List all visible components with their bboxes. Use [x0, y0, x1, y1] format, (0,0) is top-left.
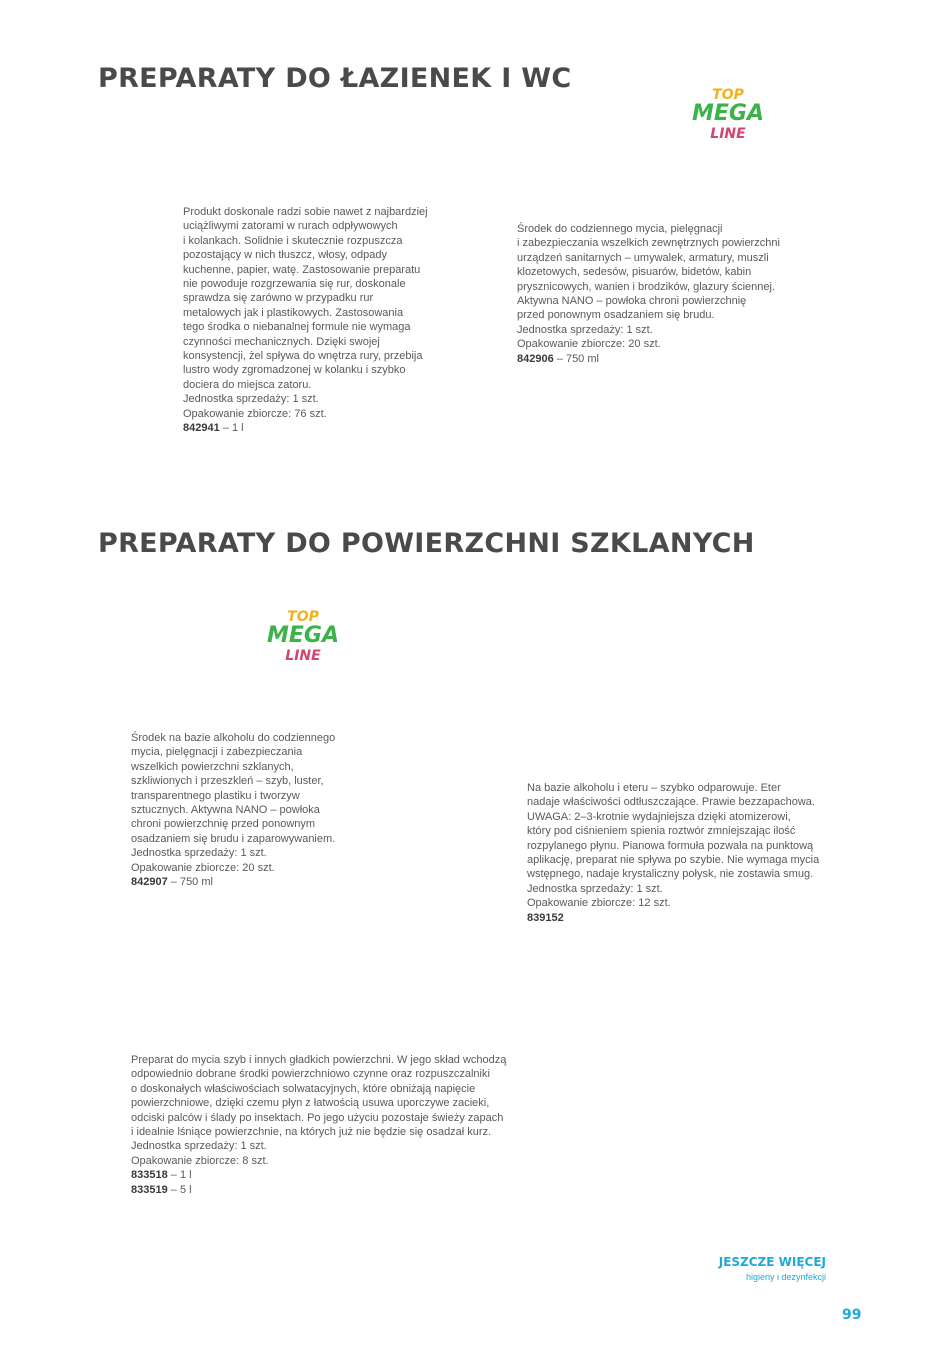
description-line: osadzaniem się brudu i zaparowywaniem. [131, 832, 336, 845]
description-line: Opakowanie zbiorcze: 20 szt. [131, 861, 275, 874]
description-line: i zabezpieczania wszelkich zewnętrznych … [517, 237, 780, 250]
more-hygiene-link-subtitle: higieny i dezynfekcji [745, 1272, 826, 1282]
logo-mega-text: MEGA [691, 101, 764, 126]
description-line: metalowych jak i plastikowych. Zastosowa… [183, 306, 404, 319]
description-line: kuchenne, papier, watę. Zastosowanie pre… [183, 263, 421, 276]
description-line: tego środka o niebanalnej formule nie wy… [183, 321, 411, 334]
section-heading-glass: PREPARATY DO POWIERZCHNI SZKLANYCH [98, 528, 755, 559]
product-size: – 5 l [167, 1183, 192, 1196]
description-line: sztucznych. Aktywna NANO – powłoka [131, 804, 320, 817]
description-line: pozostający w nich tłuszcz, włosy, odpad… [183, 249, 387, 262]
product-code: 833519 [131, 1183, 168, 1196]
product-size: – 750 ml [167, 876, 213, 889]
product-size: – 1 l [167, 1169, 192, 1182]
logo-top-text: TOP [287, 609, 319, 625]
description-line: konsystencji, żel spływa do wnętrza rury… [183, 350, 423, 363]
description-line: nie powoduje rozgrzewania się rur, dosko… [183, 278, 406, 291]
logo-line-text: LINE [710, 126, 746, 142]
description-line: sprawdza się zarówno w przypadku rur [183, 292, 374, 305]
logo-line-text: LINE [285, 648, 321, 664]
description-line: Opakowanie zbiorcze: 12 szt. [527, 897, 671, 910]
product-description-drain-gel: Produkt doskonale radzi sobie nawet z na… [183, 205, 441, 436]
description-line: uciążliwymi zatorami w rurach odpływowyc… [183, 220, 398, 233]
description-line: aplikację, preparat nie spływa po szybie… [527, 854, 820, 867]
description-line: odciski palców i ślady po insektach. Po … [131, 1111, 504, 1124]
description-line: o doskonałych właściwościach solwatacyjn… [131, 1082, 476, 1095]
product-code-line: 842906 – 750 ml [517, 352, 797, 366]
description-line: powierzchniowe, dzięki czemu płyn z łatw… [131, 1097, 490, 1110]
description-line: czynności mechanicznych. Dzięki swojej [183, 335, 380, 348]
product-code-line: 842941 – 1 l [183, 421, 441, 435]
description-line: wszelkich powierzchni szklanych, [131, 760, 294, 773]
description-line: Jednostka sprzedaży: 1 szt. [183, 393, 319, 406]
description-line: Opakowanie zbiorcze: 76 szt. [183, 407, 327, 420]
description-line: chroni powierzchnię przed ponownym [131, 818, 316, 831]
description-line: Jednostka sprzedaży: 1 szt. [517, 323, 653, 336]
description-line: Jednostka sprzedaży: 1 szt. [527, 882, 663, 895]
description-line: lustro wody zgromadzonej w kolanku i szy… [183, 364, 406, 377]
description-line: prysznicowych, wanien i brodzików, glazu… [517, 280, 776, 293]
product-code-line: 839152 [527, 911, 832, 925]
description-line: Jednostka sprzedaży: 1 szt. [131, 847, 267, 860]
product-code-line: 833518 – 1 l [131, 1168, 523, 1182]
product-code: 842906 [517, 352, 554, 365]
product-code: 839152 [527, 911, 564, 924]
product-size: – 750 ml [553, 352, 599, 365]
top-mega-line-logo: TOP MEGA LINE [263, 610, 343, 663]
product-code: 842941 [183, 422, 220, 435]
description-line: UWAGA: 2–3-krotnie wydajniejsza dzięki a… [527, 810, 791, 823]
description-line: klozetowych, sedesów, pisuarów, bidetów,… [517, 266, 752, 279]
description-line: Środek do codziennego mycia, pielęgnacji [517, 223, 723, 235]
description-line: odpowiednio dobrane środki powierzchniow… [131, 1068, 490, 1081]
more-hygiene-link-title: JESZCZE WIĘCEJ [718, 1255, 826, 1269]
product-code: 833518 [131, 1169, 168, 1182]
description-line: Preparat do mycia szyb i innych gładkich… [131, 1054, 507, 1066]
description-line: Środek na bazie alkoholu do codziennego [131, 732, 336, 744]
description-line: wstępnego, nadaje krystaliczny połysk, n… [527, 868, 814, 881]
product-description-glass-foam: Na bazie alkoholu i eteru – szybko odpar… [527, 781, 832, 925]
description-line: Opakowanie zbiorcze: 20 szt. [517, 338, 661, 351]
product-code-line: 833519 – 5 l [131, 1183, 523, 1197]
description-line: który pod ciśnieniem spienia roztwór zmn… [527, 825, 796, 838]
product-size: – 1 l [219, 422, 244, 435]
description-line: i idealnie lśniące powierzchnie, na któr… [131, 1126, 492, 1139]
description-line: dociera do miejsca zatoru. [183, 378, 312, 391]
product-code: 842907 [131, 876, 168, 889]
description-line: Na bazie alkoholu i eteru – szybko odpar… [527, 782, 781, 794]
description-line: Aktywna NANO – powłoka chroni powierzchn… [517, 295, 747, 308]
logo-top-text: TOP [712, 87, 744, 103]
description-line: szkliwionych i przeszkleń – szyb, luster… [131, 775, 324, 788]
description-line: Produkt doskonale radzi sobie nawet z na… [183, 206, 428, 218]
description-line: urządzeń sanitarnych – umywalek, armatur… [517, 251, 769, 264]
logo-mega-text: MEGA [266, 623, 339, 648]
product-description-sanitary-cleaner: Środek do codziennego mycia, pielęgnacji… [517, 222, 797, 366]
description-line: transparentnego plastiku i tworzyw [131, 789, 300, 802]
top-mega-line-logo: TOP MEGA LINE [688, 88, 768, 141]
description-line: rozpylanego płynu. Pianowa formuła pozwa… [527, 839, 814, 852]
section-heading-bathroom: PREPARATY DO ŁAZIENEK I WC [98, 63, 572, 94]
product-code-line: 842907 – 750 ml [131, 875, 353, 889]
product-description-glass-cleaner-nano: Środek na bazie alkoholu do codziennego m… [131, 731, 353, 889]
description-line: Opakowanie zbiorcze: 8 szt. [131, 1154, 269, 1167]
description-line: Jednostka sprzedaży: 1 szt. [131, 1140, 267, 1153]
description-line: nadaje właściwości odtłuszczające. Prawi… [527, 796, 815, 809]
page-number: 99 [842, 1307, 862, 1323]
description-line: przed ponownym osadzaniem się brudu. [517, 309, 715, 322]
description-line: mycia, pielęgnacji i zabezpieczania [131, 746, 303, 759]
product-description-window-cleaner: Preparat do mycia szyb i innych gładkich… [131, 1053, 523, 1197]
description-line: i kolankach. Solidnie i skutecznie rozpu… [183, 234, 403, 247]
